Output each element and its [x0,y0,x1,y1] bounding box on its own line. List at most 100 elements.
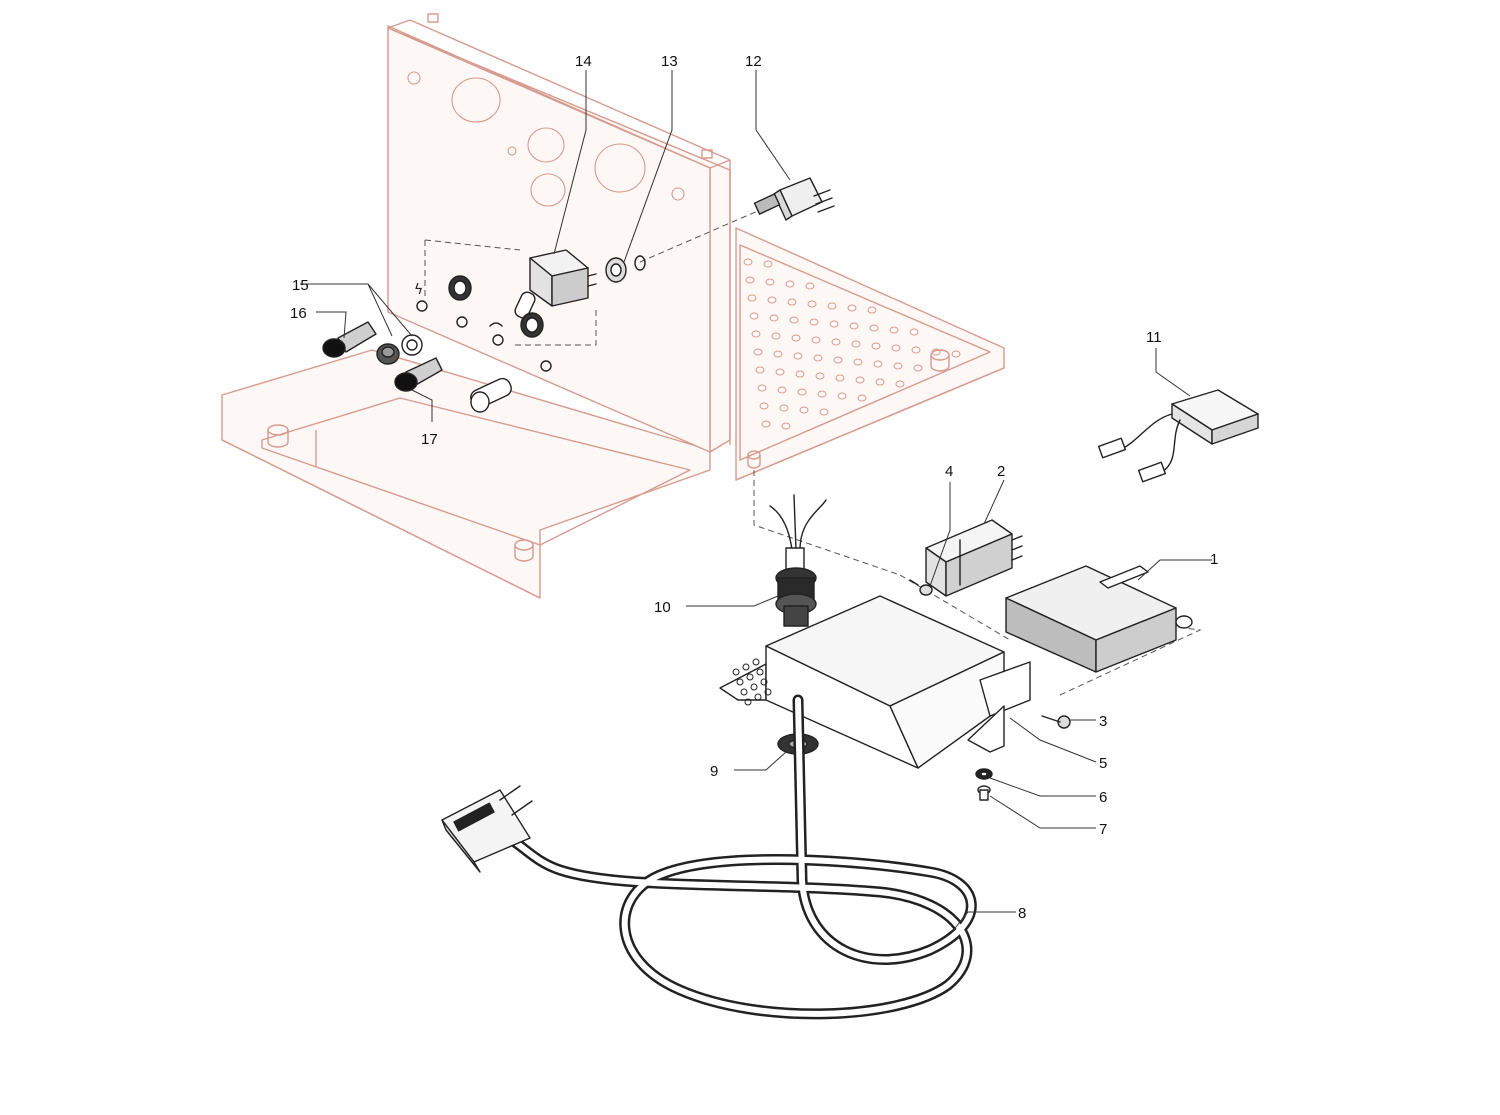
perforation-hole [787,298,797,306]
perforation-hole [831,338,841,346]
perforation-hole [817,390,827,398]
frame-foot-1 [267,424,289,448]
callout-3: 3 [1099,713,1107,730]
drip-tray-perforations [743,258,961,430]
perforation-hole [789,316,799,324]
callout-6: 6 [1099,789,1107,806]
perforation-hole [893,362,903,370]
frame-panel-side [709,159,731,169]
perforation-hole [807,300,817,308]
perforation-hole [835,374,845,382]
perforation-hole [775,368,785,376]
perforation-hole [781,422,791,430]
perforation-hole [779,404,789,412]
frame-drip-tray-edge [735,367,1005,481]
pilot-lamp-part-16 [322,321,377,358]
vent-hole [744,698,752,706]
frame-panel-top [387,19,411,29]
perforation-hole [851,340,861,348]
perforation-hole [847,304,857,312]
washer-part-6 [975,768,993,780]
vent-hole [752,658,760,666]
leader-2 [983,479,1005,525]
perforation-hole [771,332,781,340]
screw-part-4 [909,579,933,596]
perforation-hole [849,322,859,330]
perforation-hole [767,296,777,304]
leader-4 [929,482,951,587]
perforation-hole [809,318,819,326]
transformer-part-1 [1005,565,1193,673]
leader-1 [1137,559,1212,581]
vent-hole [746,673,754,681]
callout-7: 7 [1099,821,1107,838]
panel-hole-large-3 [594,143,646,193]
perforation-hole [889,326,899,334]
screw-part-7 [977,785,991,801]
perforation-hole [749,312,759,320]
callout-11: 11 [1146,329,1162,346]
leader-10 [686,595,779,607]
leader-15 [300,283,413,337]
perforation-hole [875,378,885,386]
guide-frame-to-box [753,470,901,576]
perforation-hole [759,402,769,410]
frame-foot-3 [930,349,950,372]
frame-base-tray-inner [261,397,691,546]
perforation-hole [765,278,775,286]
guide-switch-12 [639,209,761,263]
panel-hole-small-1 [407,71,421,85]
frame-knob [470,377,512,413]
leader-13 [623,70,673,263]
switch-rings [448,275,544,338]
perforation-hole [753,348,763,356]
nut-part-13 [605,255,646,283]
leader-11 [1155,348,1191,397]
perforation-hole [747,294,757,302]
machine-frame [221,13,1005,599]
frame-foot-2 [514,539,534,562]
vent-hole [754,693,762,701]
perforation-hole [743,258,753,266]
perforation-hole [795,370,805,378]
frame-tab-2 [701,149,713,159]
leader-16 [316,311,347,339]
vent-hole [732,668,740,676]
perforation-hole [761,420,771,428]
lamp-part-15 [376,334,423,365]
perforation-hole [833,356,843,364]
callout-8: 8 [1018,905,1026,922]
vent-hole [742,663,750,671]
perforation-hole [829,320,839,328]
perforation-hole [755,366,765,374]
frame-tab-1 [427,13,439,23]
vent-hole [736,678,744,686]
perforation-hole [911,346,921,354]
guide-relay-mount [899,574,1011,641]
frame-front-panel-face [387,27,711,453]
leader-17 [411,389,433,422]
leader-lines [300,70,1212,933]
perforation-hole [951,350,961,358]
callout-2: 2 [997,463,1005,480]
perforation-hole [871,342,881,350]
vent-hole [740,688,748,696]
panel-hole-large-4 [530,173,566,207]
panel-hole-small-3 [671,187,685,201]
perforation-hole [819,408,829,416]
vent-hole [756,668,764,676]
callout-16: 16 [290,305,307,322]
panel-hole-large-1 [451,77,501,123]
perforation-hole [751,330,761,338]
perforation-hole [773,350,783,358]
callout-15: 15 [292,277,309,294]
panel-symbols: ϟ [414,282,552,372]
perforation-hole [869,324,879,332]
perforation-hole [791,334,801,342]
leader-9 [734,751,787,771]
callout-5: 5 [1099,755,1107,772]
perforation-hole [909,328,919,336]
guide-switch-bracket [424,239,597,346]
perforation-hole [785,280,795,288]
